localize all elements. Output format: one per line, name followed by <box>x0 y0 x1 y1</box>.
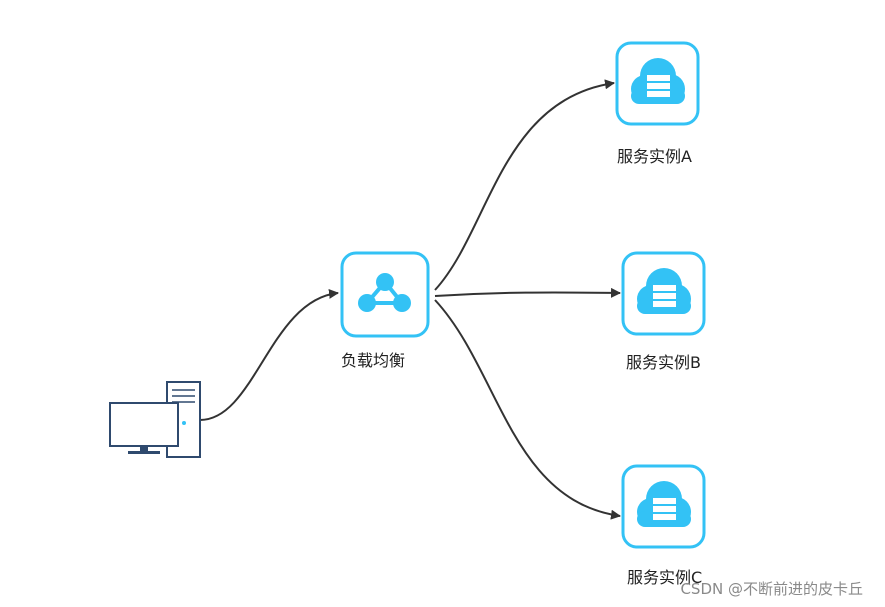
edge-load-balancer-to-service-a <box>434 79 615 291</box>
service-b-label: 服务实例B <box>626 353 701 372</box>
watermark-text: CSDN @不断前进的皮卡丘 <box>680 580 863 598</box>
cloud-server-icon <box>637 481 691 527</box>
service-c-label: 服务实例C <box>627 568 703 587</box>
service-c-node <box>621 464 706 549</box>
load-balancer-node <box>340 251 430 338</box>
cloud-server-icon <box>631 58 685 104</box>
service-b-node <box>621 251 706 336</box>
load-balancer-label: 负载均衡 <box>341 351 406 370</box>
service-a-label: 服务实例A <box>617 147 692 166</box>
desktop-computer-icon <box>109 381 201 458</box>
edge-load-balancer-to-service-b <box>434 287 621 298</box>
cloud-server-icon <box>637 268 691 314</box>
edge-client-to-load-balancer <box>199 288 339 421</box>
network-hub-icon <box>358 273 411 312</box>
edge-load-balancer-to-service-c <box>434 299 621 520</box>
service-a-node <box>615 41 700 126</box>
